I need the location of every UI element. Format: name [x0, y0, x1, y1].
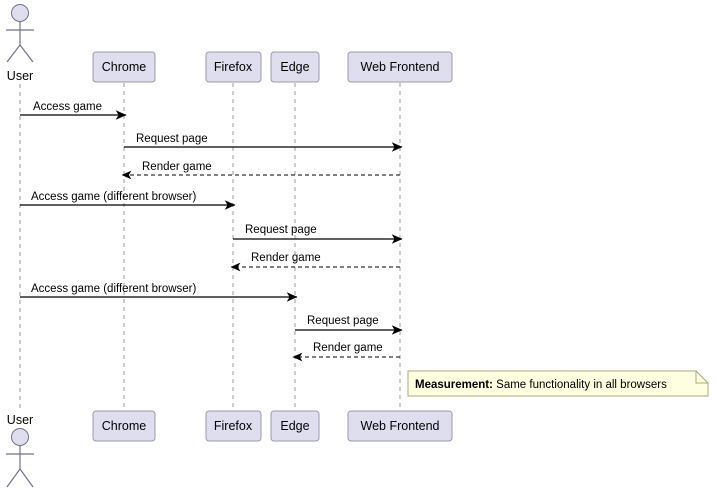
lifeline-head-label: Web Frontend — [361, 60, 440, 74]
message-render-game-chrome[interactable]: Render game — [121, 161, 400, 180]
actor-leg-right-line — [19, 44, 34, 63]
lifeline-foot-label: Chrome — [102, 419, 147, 433]
message-label: Access game (different browser) — [31, 283, 196, 295]
lifeline-head-edge[interactable]: Edge — [270, 51, 320, 83]
lifelines-group — [19, 83, 401, 410]
lifeline-head-box — [347, 51, 453, 83]
message-label: Render game — [251, 252, 321, 264]
lifeline-foot-box — [347, 410, 453, 442]
note-text-bold: Measurement: — [415, 379, 493, 391]
lifeline-head-box — [92, 51, 156, 83]
lifeline-foot-box — [205, 410, 262, 442]
actor-head-icon — [11, 428, 29, 446]
note-text: Measurement: Same functionality in all b… — [415, 379, 667, 391]
message-label: Render game — [142, 161, 212, 173]
message-label: Access game (different browser) — [31, 191, 196, 203]
message-label: Access game — [33, 101, 102, 113]
message-request-page-chrome[interactable]: Request page — [124, 133, 403, 152]
message-access-game-firefox[interactable]: Access game (different browser) — [20, 191, 236, 210]
message-label: Render game — [313, 342, 383, 354]
lifeline-foot-firefox[interactable]: Firefox — [205, 410, 262, 442]
actor-head-icon — [11, 4, 29, 22]
message-label: Request page — [307, 315, 379, 327]
message-render-game-edge[interactable]: Render game — [292, 342, 400, 362]
message-request-page-firefox[interactable]: Request page — [233, 224, 403, 244]
message-access-game-chrome[interactable]: Access game — [20, 101, 127, 120]
lifeline-foot-label: Firefox — [214, 419, 253, 433]
lifeline-foot-edge[interactable]: Edge — [270, 410, 320, 442]
message-render-game-firefox[interactable]: Render game — [230, 252, 400, 272]
actor-leg-left-line — [6, 468, 21, 488]
note-box-shape — [407, 370, 709, 397]
actor-leg-left-line — [6, 44, 21, 63]
lifeline-head-label: Chrome — [102, 60, 147, 74]
lifeline-foot-chrome[interactable]: Chrome — [92, 410, 156, 442]
lifeline-head-box — [205, 51, 262, 83]
note-folded-corner-icon — [695, 371, 708, 384]
lifeline-foot-box — [92, 410, 156, 442]
lifeline-head-label: Firefox — [214, 60, 253, 74]
lifeline-foot-box — [270, 410, 320, 442]
message-request-page-edge[interactable]: Request page — [295, 315, 403, 335]
message-label: Request page — [245, 224, 317, 236]
lifeline-foot-webfrontend[interactable]: Web Frontend — [347, 410, 453, 442]
lifeline-foot-label: Edge — [280, 419, 309, 433]
lifeline-head-box — [270, 51, 320, 83]
note-text-rest: Same functionality in all browsers — [493, 379, 667, 391]
message-label: Request page — [136, 133, 208, 145]
actor-user-top-label: User — [7, 69, 33, 83]
lifeline-head-webfrontend[interactable]: Web Frontend — [347, 51, 453, 83]
note-measurement[interactable]: Measurement: Same functionality in all b… — [407, 370, 709, 397]
lifeline-head-firefox[interactable]: Firefox — [205, 51, 262, 83]
actor-user-bottom-label: User — [7, 413, 33, 427]
lifeline-head-chrome[interactable]: Chrome — [92, 51, 156, 83]
actor-leg-right-line — [19, 468, 34, 488]
actor-user-top[interactable]: User — [6, 4, 34, 84]
lifeline-foot-label: Web Frontend — [361, 419, 440, 433]
actor-user-bottom[interactable]: User — [6, 413, 34, 488]
message-access-game-edge[interactable]: Access game (different browser) — [20, 283, 298, 302]
lifeline-head-label: Edge — [280, 60, 309, 74]
